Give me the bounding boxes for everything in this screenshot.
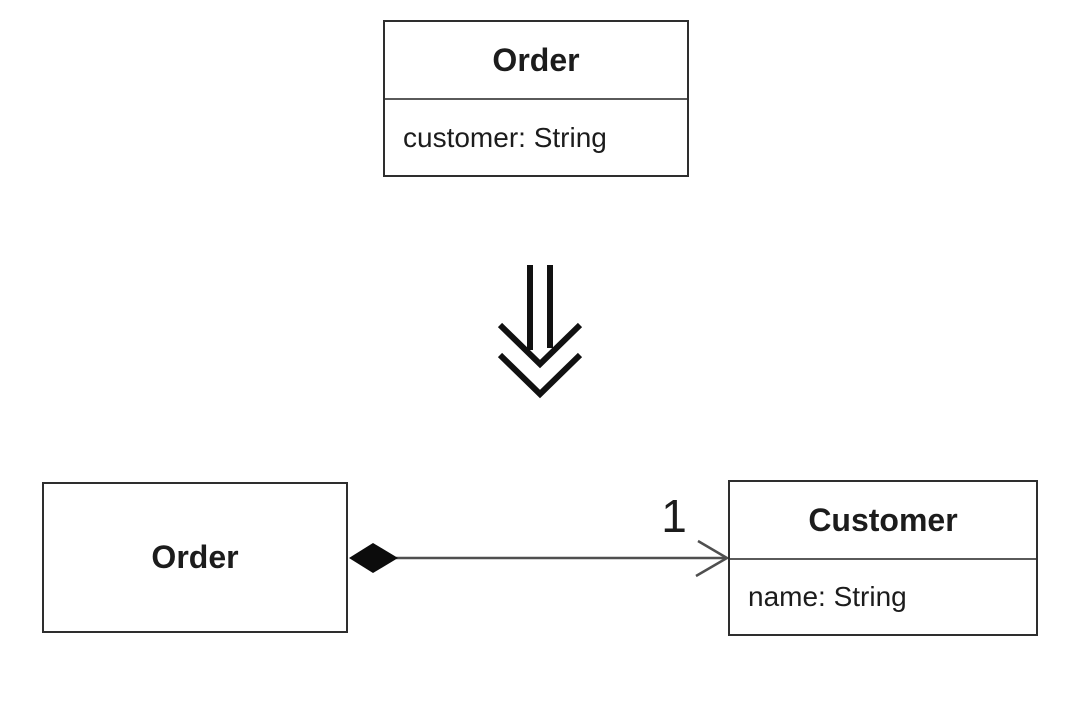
before-order-class: Order customer: String bbox=[383, 20, 689, 177]
multiplicity-label: 1 bbox=[661, 490, 687, 542]
after-order-class: Order bbox=[42, 482, 348, 633]
before-order-class-name: Order bbox=[385, 22, 687, 100]
after-customer-class-name: Customer bbox=[730, 482, 1036, 560]
composition-diamond-icon bbox=[349, 543, 398, 573]
open-arrowhead-icon bbox=[695, 539, 730, 578]
after-customer-attribute: name: String bbox=[748, 581, 907, 612]
before-order-attribute: customer: String bbox=[403, 121, 607, 153]
after-customer-class: Customer name: String bbox=[728, 480, 1038, 636]
after-order-class-name: Order bbox=[151, 539, 239, 575]
